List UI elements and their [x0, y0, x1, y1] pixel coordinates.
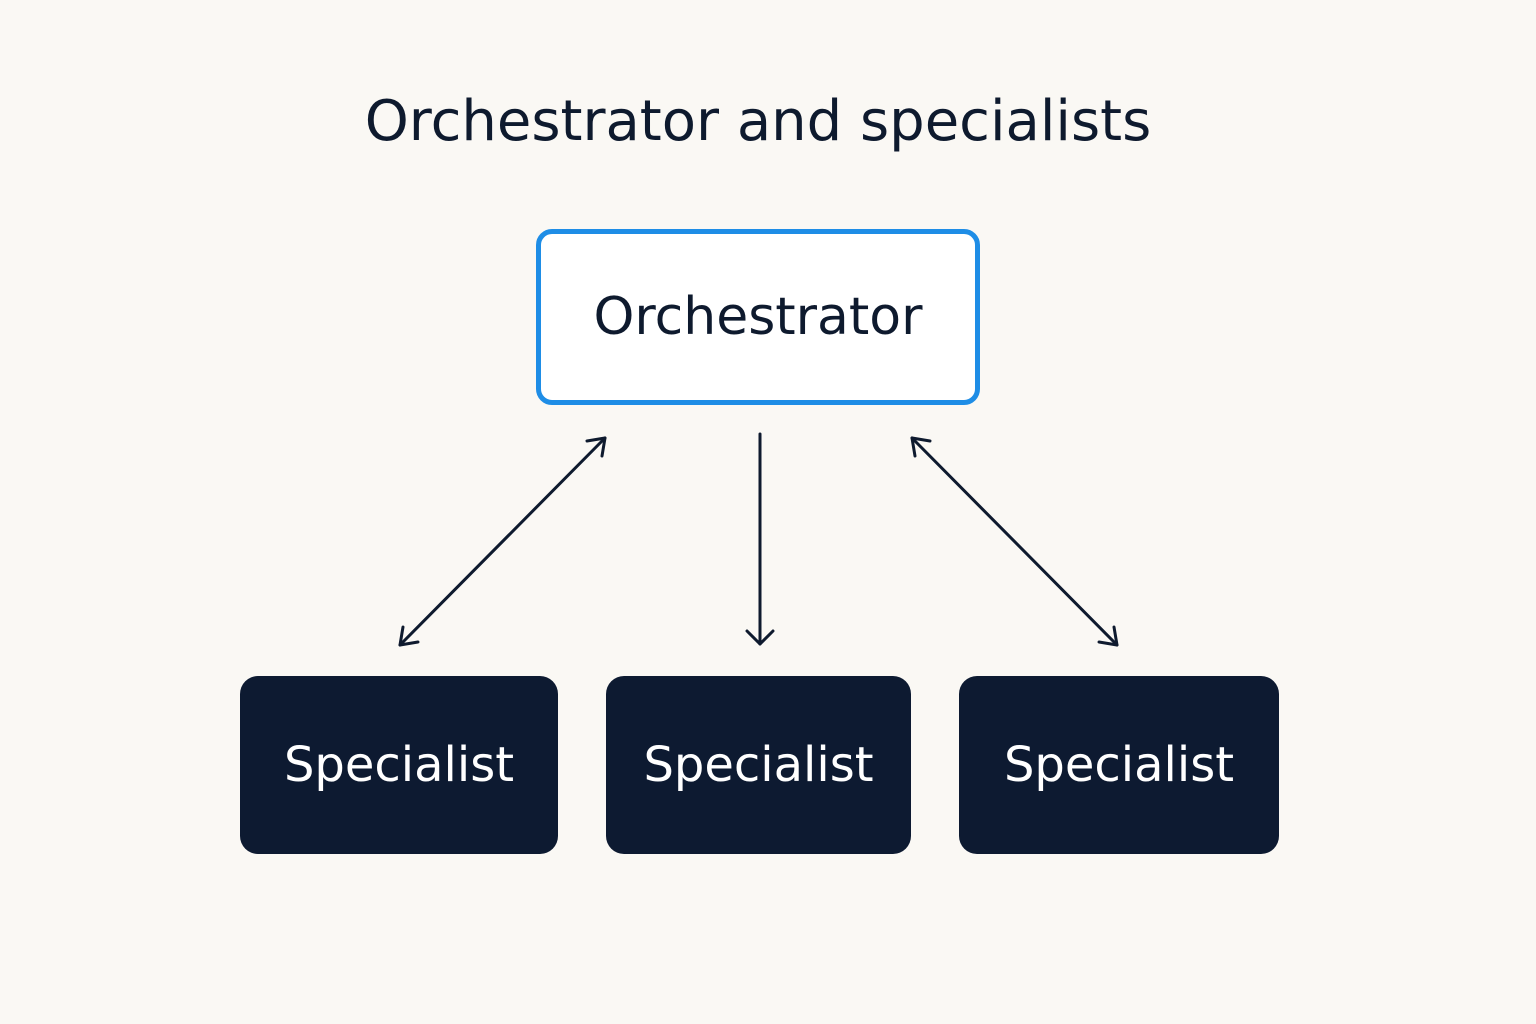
specialist-label-3: Specialist [1003, 737, 1235, 793]
connector-right-bidirectional [910, 436, 1119, 647]
specialist-node-3: Specialist [959, 676, 1279, 854]
connector-center-down [745, 432, 775, 646]
specialist-node-2: Specialist [606, 676, 911, 854]
page-title: Orchestrator and specialists [364, 89, 1152, 154]
specialist-label-1: Specialist [283, 737, 515, 793]
specialist-node-1: Specialist [240, 676, 558, 854]
connector-left-bidirectional [398, 436, 607, 647]
orchestrator-label: Orchestrator [593, 287, 923, 347]
orchestrator-node: Orchestrator [536, 229, 980, 405]
specialist-label-2: Specialist [643, 737, 874, 793]
